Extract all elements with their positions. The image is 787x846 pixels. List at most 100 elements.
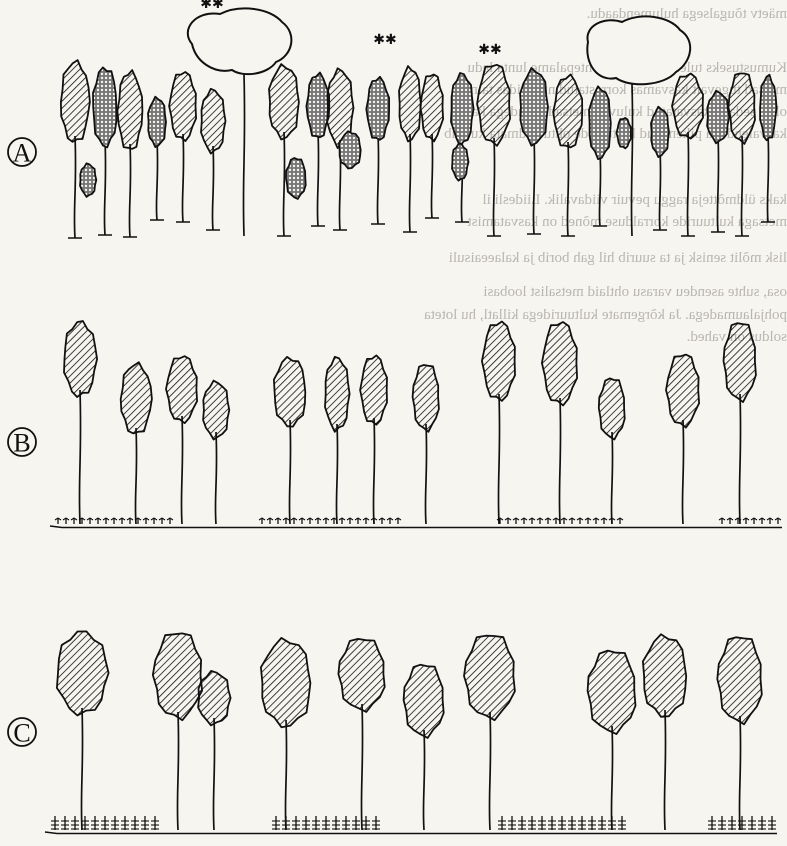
tree-crown	[451, 73, 474, 146]
tree-crown	[274, 357, 305, 427]
tree-crown	[520, 68, 548, 146]
tree-crown	[121, 362, 152, 433]
tree-trunk	[533, 138, 534, 234]
tree-crown	[588, 651, 636, 735]
svg-text:A: A	[13, 139, 32, 168]
tree-crown	[413, 365, 439, 432]
tree-crown	[760, 75, 777, 141]
tree-crown	[306, 73, 329, 138]
emergent-crown	[188, 8, 292, 74]
tree-trunk	[687, 132, 688, 236]
tree-trunk	[177, 712, 178, 830]
canopy-flower-mark: ✱✱	[200, 0, 223, 12]
tree-trunk	[739, 716, 740, 830]
tree-crown	[198, 671, 231, 726]
tree-crown	[666, 355, 699, 428]
tree-crown	[203, 381, 229, 440]
panel-label-c: C	[8, 718, 36, 748]
tree-crown	[717, 637, 762, 724]
tree-trunk	[377, 134, 378, 224]
tree-crown	[452, 144, 469, 181]
tree-crown	[420, 75, 443, 142]
tree-crown	[724, 323, 756, 402]
tree-trunk	[289, 420, 290, 524]
tree-crown	[64, 321, 97, 397]
tree-crown	[57, 631, 109, 715]
tree-trunk	[739, 394, 740, 524]
panel-a-dense-forest: ✱✱ ✱✱ ✱✱	[61, 0, 777, 238]
tree-trunk	[181, 416, 182, 524]
tree-trunk	[611, 432, 612, 524]
tree-crown	[477, 65, 510, 146]
panel-label-a: A	[8, 138, 36, 168]
tree-trunk	[361, 704, 362, 830]
tree-trunk	[493, 138, 494, 236]
tree-trunk	[129, 144, 130, 237]
tree-trunk	[285, 720, 286, 830]
tree-crown	[338, 639, 384, 712]
ground-line	[50, 526, 782, 528]
tree-crown	[542, 322, 577, 405]
tree-crown	[617, 118, 632, 148]
tree-crown	[360, 355, 387, 424]
tree-trunk	[409, 134, 410, 232]
tree-trunk	[631, 84, 632, 236]
canopy-flower-mark: ✱✱	[373, 32, 396, 48]
tree-trunk	[317, 132, 318, 226]
tree-crown	[672, 74, 703, 139]
tree-trunk	[741, 136, 742, 236]
tree-trunk	[213, 718, 214, 830]
tree-crown	[399, 66, 421, 141]
panel-c-regenerating-forest	[45, 631, 777, 833]
tree-crown	[366, 77, 389, 140]
tree-trunk	[489, 712, 490, 830]
tree-crown	[325, 357, 350, 432]
tree-trunk	[243, 74, 244, 236]
tree-crown	[153, 633, 202, 720]
tree-trunk	[215, 432, 216, 524]
tree-trunk	[611, 726, 612, 830]
panel-b-thinned-forest	[50, 321, 782, 528]
tree-trunk	[767, 134, 768, 222]
tree-crown	[464, 636, 515, 721]
tree-crown	[404, 665, 444, 738]
tree-trunk	[423, 730, 424, 830]
tree-crown	[166, 356, 197, 423]
tree-trunk	[599, 152, 600, 226]
tree-trunk	[373, 418, 374, 524]
tree-crown	[589, 86, 611, 159]
ground-line	[45, 832, 777, 834]
tree-crown	[148, 97, 166, 147]
tree-trunk	[682, 420, 683, 524]
tree-crown	[169, 72, 196, 141]
tree-crown	[201, 89, 226, 154]
canopy-flower-mark: ✱✱	[478, 42, 501, 58]
tree-crown	[61, 60, 90, 142]
tree-crown	[482, 322, 515, 401]
tree-trunk	[498, 394, 499, 524]
tree-trunk	[156, 140, 157, 220]
tree-trunk	[425, 424, 426, 524]
tree-crown	[269, 64, 299, 139]
tree-trunk	[104, 140, 105, 235]
tree-crown	[93, 67, 117, 147]
tree-trunk	[135, 428, 136, 524]
tree-trunk	[567, 142, 568, 236]
tree-crown	[643, 634, 686, 717]
tree-crown	[651, 107, 669, 157]
tree-trunk	[559, 398, 560, 524]
panel-label-b: B	[8, 428, 36, 458]
tree-crown	[286, 158, 306, 199]
svg-text:C: C	[13, 719, 30, 748]
tree-crown	[728, 74, 755, 144]
tree-trunk	[431, 134, 432, 218]
emergent-crown	[587, 16, 690, 84]
tree-crown	[261, 638, 311, 727]
tree-crown	[117, 70, 142, 149]
tree-trunk	[659, 150, 660, 230]
tree-crown	[707, 91, 729, 144]
tree-trunk	[74, 136, 75, 238]
tree-trunk	[283, 132, 284, 236]
